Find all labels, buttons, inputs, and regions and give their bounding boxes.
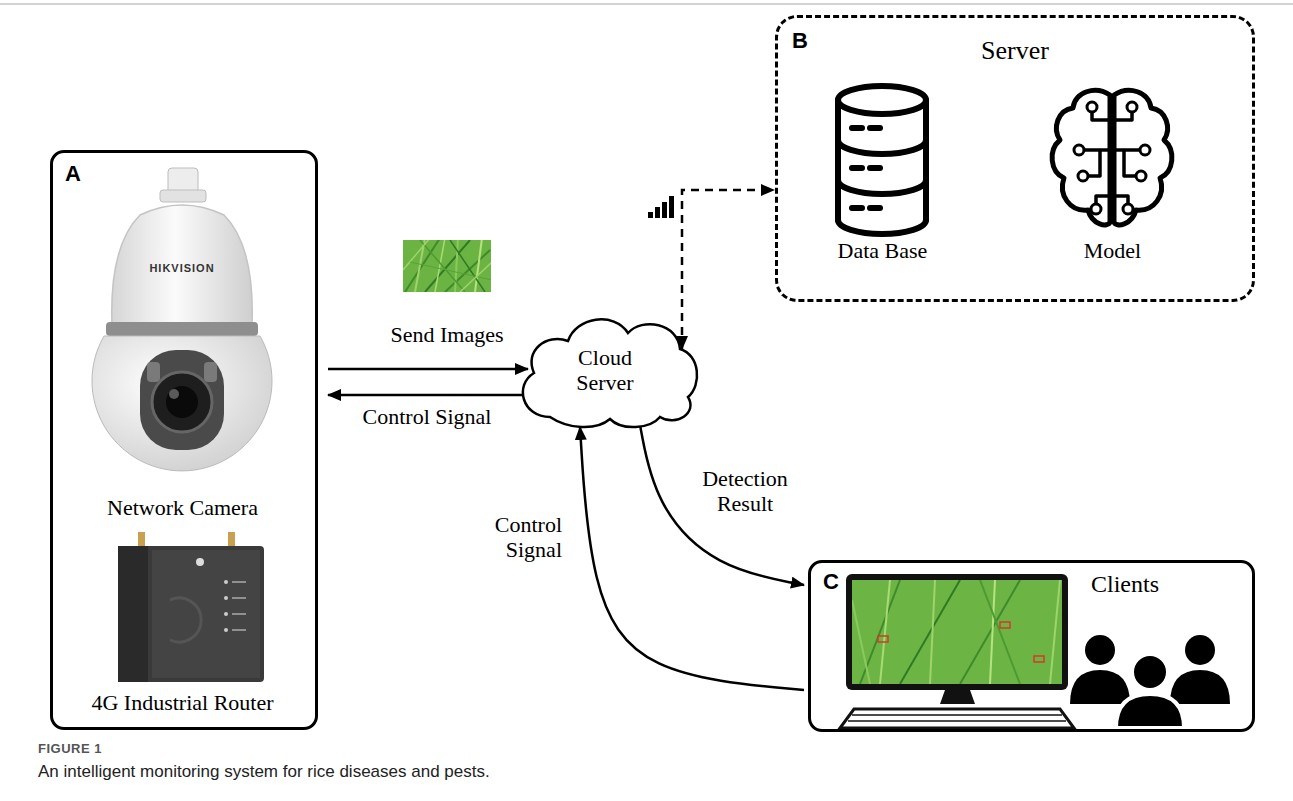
router-illustration	[118, 532, 264, 682]
icon-label: Model	[1084, 238, 1141, 263]
panel-title: Clients	[1091, 571, 1159, 599]
database-icon: Data Base	[820, 80, 945, 270]
panel-letter: B	[792, 28, 808, 53]
device-label: 4G Industrial Router	[91, 690, 273, 715]
figure-caption: An intelligent monitoring system for ric…	[38, 762, 490, 782]
edge-label: Detection Result	[692, 466, 798, 517]
panel-title: Server	[981, 36, 1049, 66]
signal-icon	[648, 196, 674, 218]
model-illustration	[1052, 90, 1172, 225]
router-device: 4G Industrial Router	[80, 535, 285, 720]
panel-letter: A	[65, 161, 81, 186]
system-panel: A Network Camera 4G Industrial Router	[50, 150, 318, 730]
server-panel: B ServerData Base Model	[775, 15, 1255, 302]
figure-number: FIGURE 1	[38, 742, 102, 757]
edge-label: Control Signal	[360, 404, 495, 429]
brand-mark: HIKVISION	[149, 262, 214, 275]
cloud-outline-path	[523, 319, 697, 427]
flow-arrow	[682, 190, 774, 349]
cloud-label: Cloud Server	[550, 345, 660, 396]
camera-illustration	[92, 168, 272, 471]
cloud-shape: Cloud Server	[510, 305, 700, 435]
model-icon: Model	[1045, 80, 1180, 270]
database-illustration	[838, 86, 926, 234]
client-panel: C Clients	[808, 560, 1255, 732]
edge-label: Control Signal	[469, 512, 565, 563]
rice-photo	[403, 240, 491, 292]
flow-arrow	[640, 425, 804, 585]
camera-device: Network Camera	[80, 165, 285, 530]
flow-arrow	[328, 394, 524, 397]
device-label: Network Camera	[107, 495, 258, 520]
people-icon	[1070, 635, 1230, 728]
flow-arrow	[580, 427, 804, 690]
edge-label: Send Images	[387, 322, 506, 347]
icon-label: Data Base	[838, 238, 928, 263]
panel-letter: C	[823, 569, 839, 594]
flow-arrow	[328, 368, 528, 371]
top-rule	[0, 4, 1293, 5]
monitor-illustration	[840, 574, 1074, 728]
